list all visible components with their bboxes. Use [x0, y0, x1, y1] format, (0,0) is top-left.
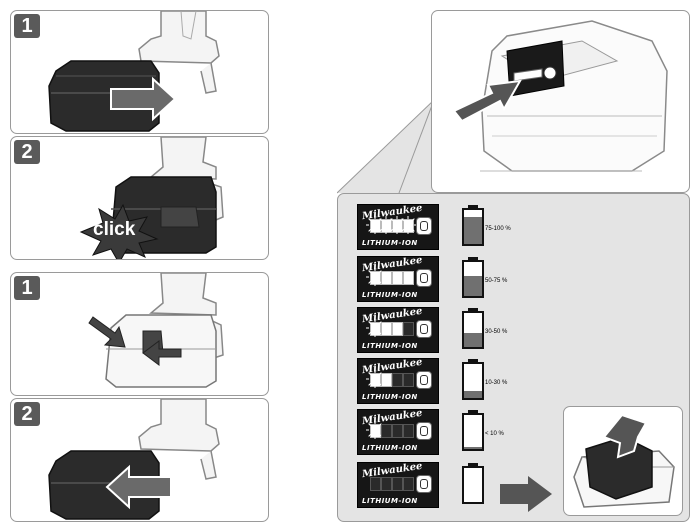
tool-battery-click-illustration [79, 137, 224, 259]
led-segment [381, 322, 392, 336]
battery-charge-fill [464, 275, 482, 296]
battery-terminal [468, 463, 478, 466]
tool-battery-remove-illustration [48, 399, 220, 520]
led-segment [381, 271, 392, 285]
led-segment [392, 322, 403, 336]
callout-connector [337, 100, 439, 194]
battery-terminal [468, 410, 478, 413]
step-number-badge: 1 [14, 14, 40, 38]
battery-terminal [468, 359, 478, 362]
charger-panel [563, 406, 683, 516]
tool-battery-slide-illustration [48, 11, 220, 132]
led-segment [392, 271, 403, 285]
series-label: LITHIUM-ION [362, 239, 418, 247]
series-label: LITHIUM-ION [362, 444, 418, 452]
battery-level-icon [462, 308, 484, 349]
series-label: LITHIUM-ION [362, 497, 418, 505]
remove-step-2-panel: 2 [10, 398, 269, 522]
led-segment [403, 424, 414, 438]
click-label: click [93, 219, 136, 240]
battery-charge-fill [464, 333, 482, 347]
battery-charge-fill [464, 446, 482, 449]
battery-level-icon [462, 205, 484, 246]
install-step-2-panel: 2 click [10, 136, 269, 260]
gauge-button-icon [416, 269, 432, 287]
led-segment [381, 424, 392, 438]
gauge-button-icon [416, 371, 432, 389]
charge-level-label: 75-100 % [485, 226, 511, 232]
led-segment [381, 373, 392, 387]
battery-terminal [468, 257, 478, 260]
battery-level-icon [462, 257, 484, 298]
charge-level-label: < 10 % [485, 431, 504, 437]
gauge-button-icon [416, 422, 432, 440]
led-segment [392, 477, 403, 491]
arrow-right-icon [500, 476, 552, 512]
step-number-badge: 2 [14, 402, 40, 426]
battery-charge-fill [464, 390, 482, 398]
led-segment [403, 322, 414, 336]
series-label: LITHIUM-ION [362, 342, 418, 350]
led-segment [392, 424, 403, 438]
charge-level-label: 10-30 % [485, 380, 508, 386]
led-segment [403, 373, 414, 387]
charge-level-label: 30-50 % [485, 329, 508, 335]
led-segment [381, 477, 392, 491]
gauge-button-icon [416, 320, 432, 338]
remove-step-1-panel: 1 [10, 272, 269, 396]
step-number-badge: 2 [14, 140, 40, 164]
led-segment [403, 477, 414, 491]
gauge-button-icon [416, 217, 432, 235]
tool-battery-release-illustration [88, 273, 224, 388]
install-step-1-panel: 1 [10, 10, 269, 134]
step-number-badge: 1 [14, 276, 40, 300]
series-label: LITHIUM-ION [362, 291, 418, 299]
gauge-button-icon [416, 475, 432, 493]
battery-level-icon [462, 463, 484, 504]
charge-level-label: 50-75 % [485, 278, 508, 284]
led-segment [403, 271, 414, 285]
battery-terminal [468, 205, 478, 208]
battery-gauge-view-panel [431, 10, 690, 193]
led-segment [392, 373, 403, 387]
series-label: LITHIUM-ION [362, 393, 418, 401]
led-flashing-icon [399, 216, 417, 234]
battery-terminal [468, 308, 478, 311]
battery-charge-fill [464, 216, 482, 244]
battery-charger-icon [573, 413, 675, 508]
battery-top-illustration [452, 20, 668, 172]
led-segment [370, 477, 381, 491]
battery-level-icon [462, 359, 484, 400]
battery-level-icon [462, 410, 484, 451]
